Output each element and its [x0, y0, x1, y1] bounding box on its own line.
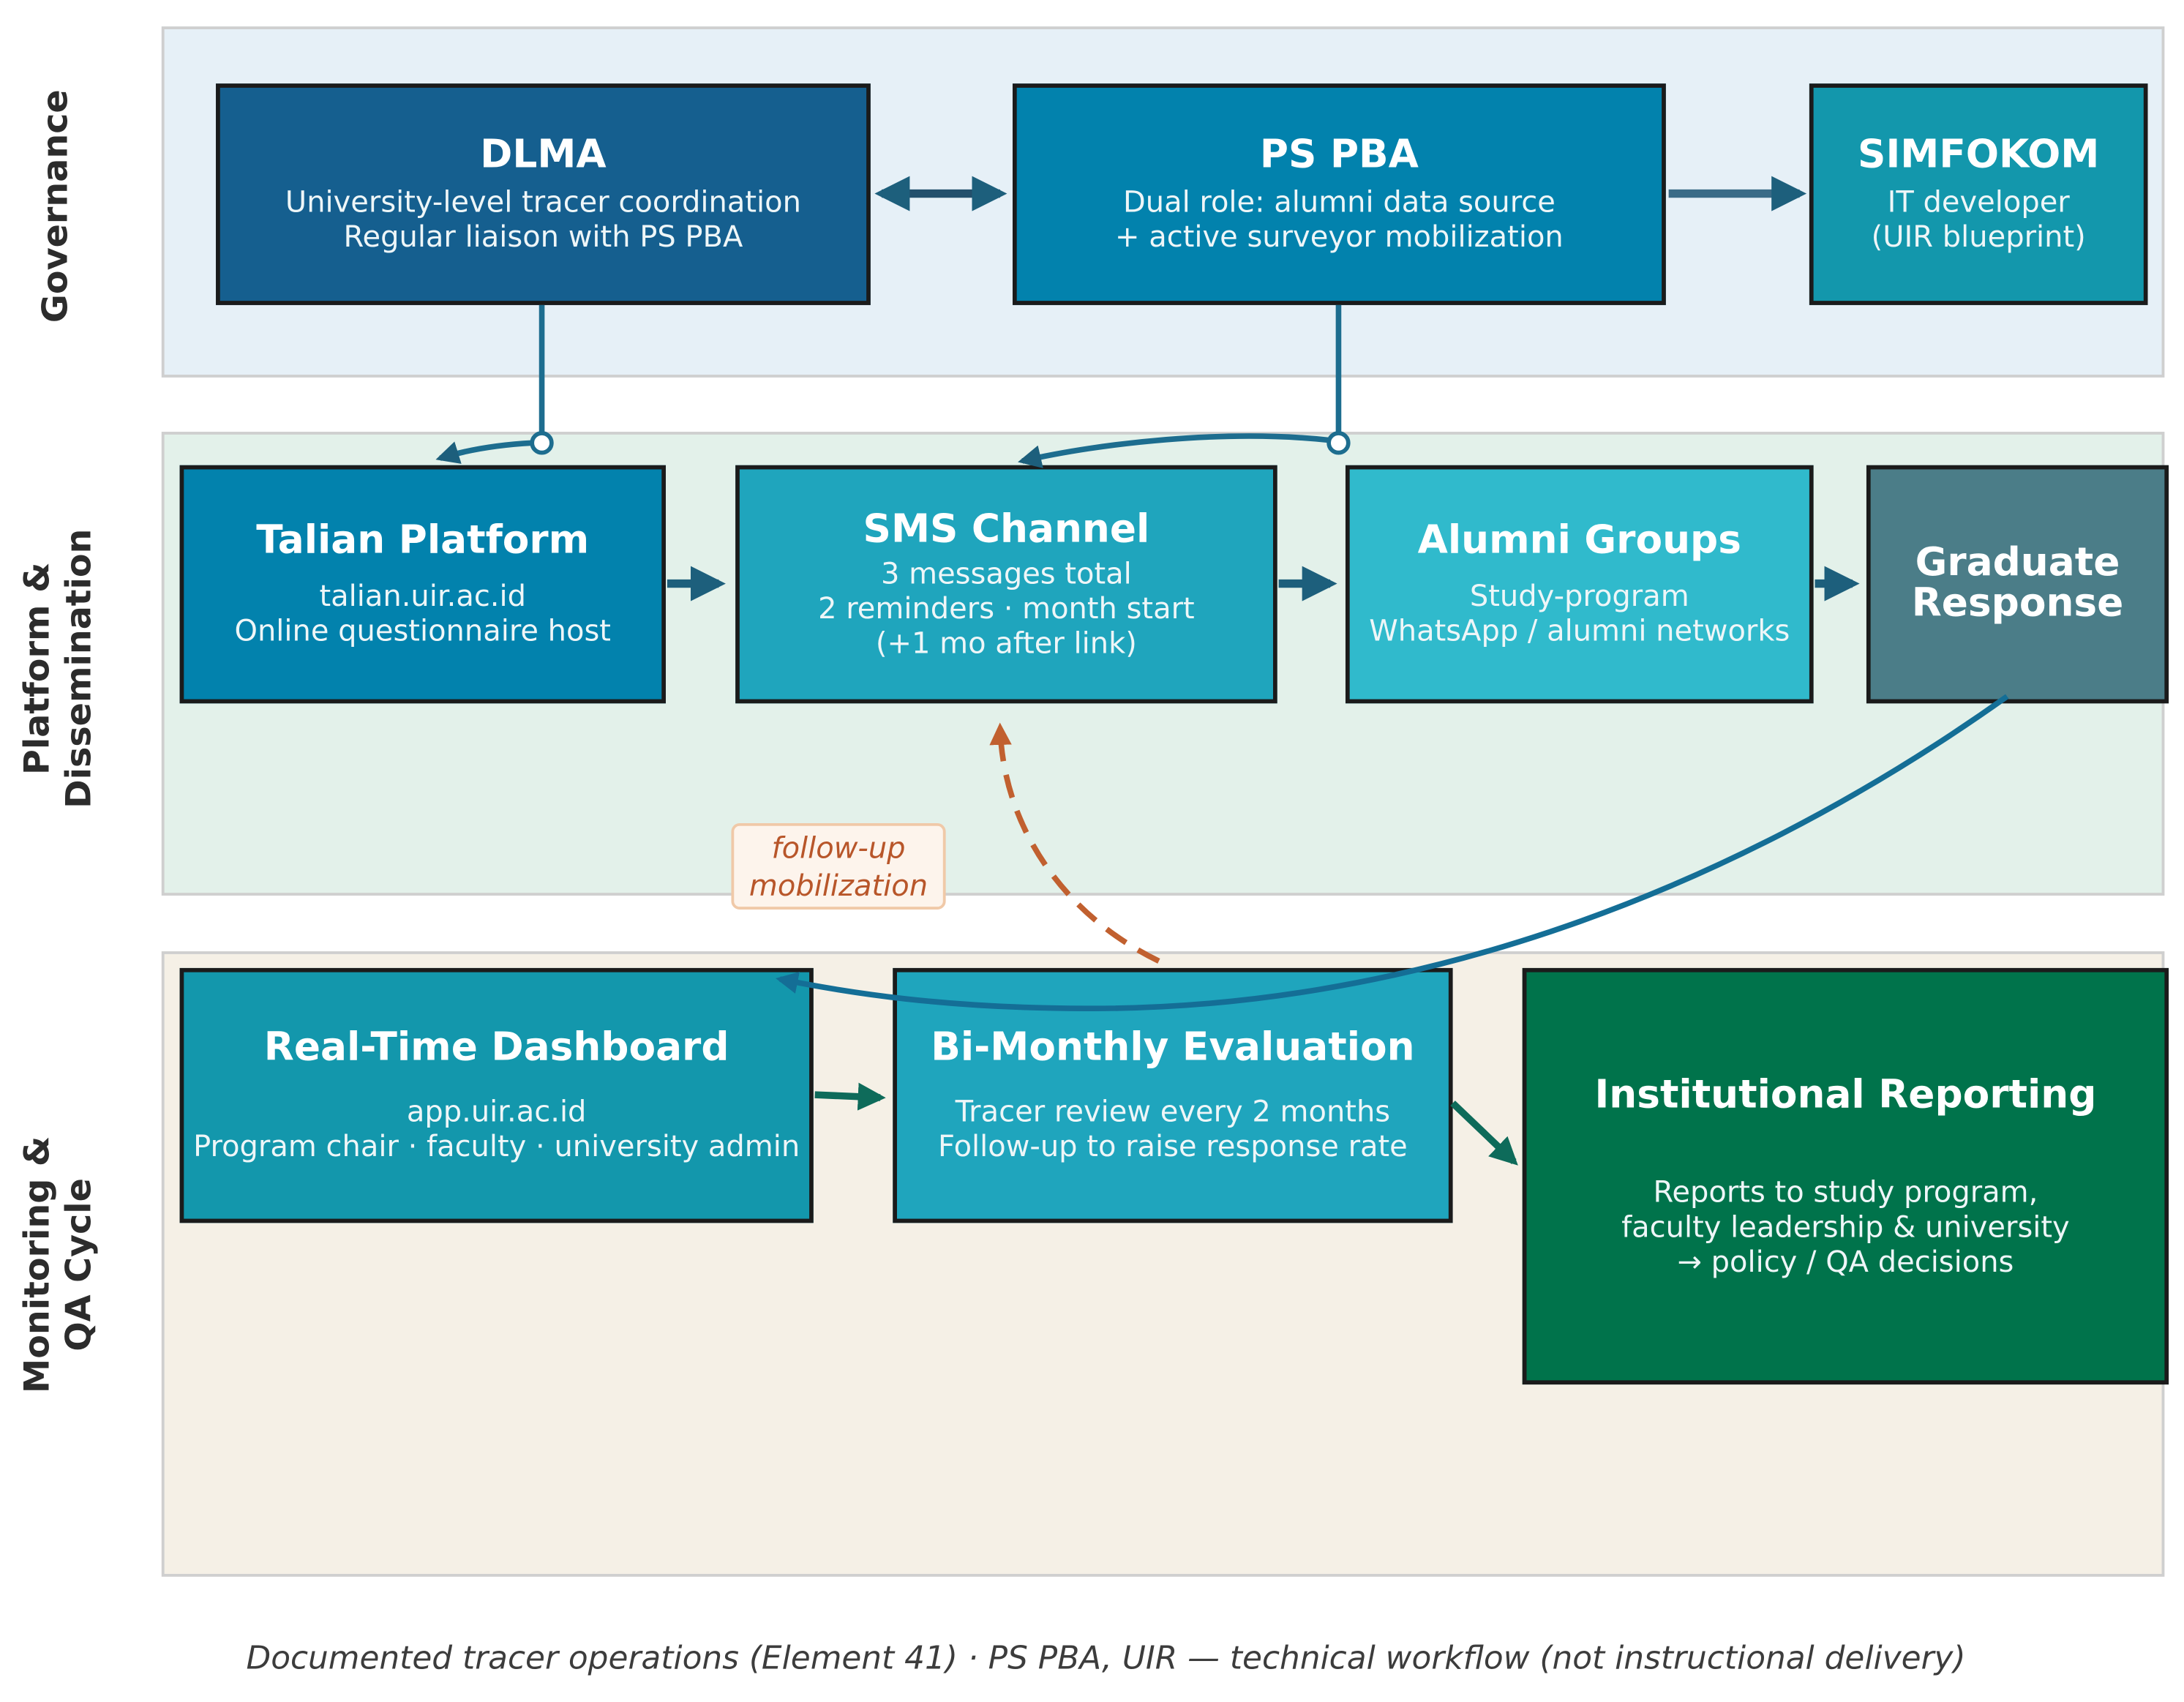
- arrow-dashboard-bimonthly: [814, 1082, 886, 1111]
- node-reporting-title: Institutional Reporting: [1594, 1070, 2097, 1117]
- node-real-time-dashboard: Real-Time Dashboard app.uir.ac.id Progra…: [179, 967, 814, 1223]
- followup-mobilization-label: follow-up mobilization: [731, 822, 946, 910]
- node-sms-line: 2 reminders · month start: [818, 591, 1195, 625]
- node-reporting-line: Reports to study program,: [1653, 1174, 2038, 1209]
- node-dashboard-line: app.uir.ac.id: [406, 1095, 587, 1128]
- node-dlma-line: University-level tracer coordination: [285, 185, 801, 219]
- node-alumni-line: Study-program: [1469, 579, 1689, 613]
- node-sms-title: SMS Channel: [863, 505, 1150, 551]
- node-graduate-response: Graduate Response: [1866, 465, 2169, 704]
- arrow-followup-mobilization: [989, 722, 1160, 964]
- node-ps-pba-line: Dual role: alumni data source: [1122, 185, 1556, 219]
- node-sms-line: 3 messages total: [881, 556, 1132, 591]
- node-talian-platform: Talian Platform talian.uir.ac.id Online …: [179, 465, 666, 704]
- junction-dlma: [530, 431, 554, 455]
- arrow-graduate-dashboard-loop: [776, 694, 2009, 1011]
- node-alumni-title: Alumni Groups: [1417, 517, 1741, 563]
- node-talian-line: Online questionnaire host: [234, 614, 612, 648]
- figure-caption: Documented tracer operations (Element 41…: [246, 1641, 1966, 1677]
- node-reporting-line: faculty leadership & university: [1621, 1210, 2070, 1243]
- node-bimonthly-title: Bi-Monthly Evaluation: [931, 1024, 1415, 1070]
- node-simfokom-title: SIMFOKOM: [1858, 130, 2100, 177]
- node-dashboard-title: Real-Time Dashboard: [263, 1024, 729, 1070]
- node-reporting-line: → policy / QA decisions: [1677, 1244, 2014, 1278]
- node-bi-monthly-evaluation: Bi-Monthly Evaluation Tracer review ever…: [893, 967, 1453, 1223]
- node-bimonthly-line: Follow-up to raise response rate: [938, 1129, 1408, 1163]
- node-dlma-line: Regular liaison with PS PBA: [343, 220, 743, 254]
- node-simfokom-line: (UIR blueprint): [1871, 220, 2086, 254]
- node-sms-channel: SMS Channel 3 messages total 2 reminders…: [735, 465, 1277, 704]
- node-dashboard-line: Program chair · faculty · university adm…: [193, 1129, 800, 1163]
- node-dlma: DLMA University-level tracer coordinatio…: [216, 83, 871, 305]
- node-dlma-title: DLMA: [480, 130, 607, 177]
- node-ps-pba-line: + active surveyor mobilization: [1115, 220, 1564, 254]
- node-alumni-line: WhatsApp / alumni networks: [1369, 614, 1790, 648]
- node-bimonthly-line: Tracer review every 2 months: [955, 1095, 1391, 1128]
- node-ps-pba: PS PBA Dual role: alumni data source + a…: [1012, 83, 1666, 305]
- node-sms-line: (+1 mo after link): [875, 626, 1137, 660]
- arrow-dlma-talian: [435, 440, 533, 464]
- node-simfokom: SIMFOKOM IT developer (UIR blueprint): [1809, 83, 2148, 305]
- node-simfokom-line: IT developer: [1887, 185, 2070, 219]
- node-graduate-title: Graduate: [1915, 539, 2120, 585]
- node-ps-pba-title: PS PBA: [1259, 130, 1419, 177]
- node-talian-title: Talian Platform: [256, 517, 590, 563]
- node-alumni-groups: Alumni Groups Study-program WhatsApp / a…: [1345, 465, 1814, 704]
- arrow-pspba-sms: [1018, 433, 1329, 468]
- junction-pspba: [1326, 431, 1351, 455]
- node-talian-line: talian.uir.ac.id: [319, 579, 527, 613]
- node-graduate-title: Response: [1911, 579, 2124, 626]
- node-institutional-reporting: Institutional Reporting Reports to study…: [1522, 967, 2169, 1385]
- arrow-bimonthly-reporting: [1450, 1101, 1518, 1166]
